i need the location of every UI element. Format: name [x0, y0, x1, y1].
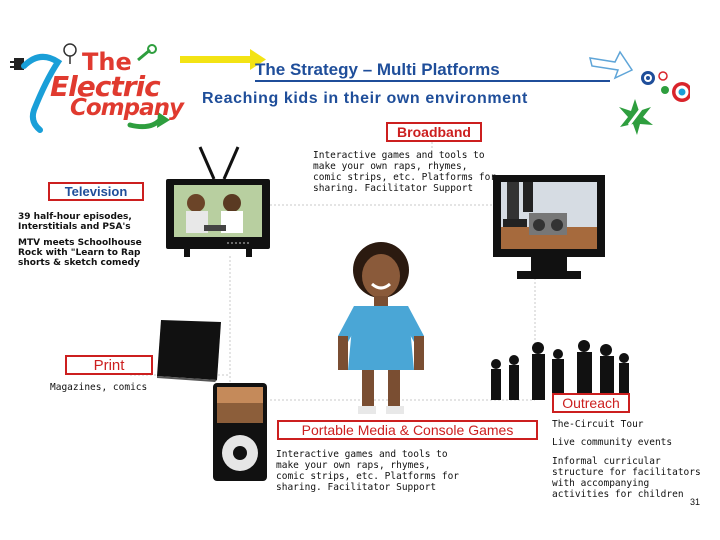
slide-subtitle: Reaching kids in their own environment — [202, 90, 528, 107]
tv-desc-line: 39 half-hour episodes, — [18, 212, 132, 222]
tv-desc-line: Interstitials and PSA's — [18, 222, 131, 232]
logo-text-the: The — [82, 48, 132, 76]
outreach-desc-line: with accompanying — [552, 478, 650, 489]
silhouettes-graphic — [491, 340, 629, 400]
portable-desc-line: comic strips, etc. Platforms for — [276, 471, 460, 482]
logo-text-electric: Electric — [50, 70, 161, 103]
tv-desc-line: MTV meets Schoolhouse — [18, 238, 142, 248]
broadband-desc-line: make your own raps, rhymes, — [313, 161, 468, 172]
decorative-arrows — [180, 49, 690, 102]
television-label: Television — [48, 182, 144, 201]
book-graphic — [157, 320, 221, 382]
outreach-desc-line: activities for children — [552, 489, 684, 500]
outreach-item-live-events: Live community events — [552, 437, 673, 448]
monitor-graphic — [493, 175, 605, 279]
page-number: 31 — [690, 497, 701, 507]
portable-media-label: Portable Media & Console Games — [277, 420, 538, 440]
ipod-image — [213, 383, 267, 481]
tv-desc-line: shorts & sketch comedy — [18, 258, 140, 268]
television-description-1: 39 half-hour episodes, Interstitials and… — [18, 212, 132, 232]
television-description-2: MTV meets Schoolhouse Rock with "Learn t… — [18, 238, 142, 268]
green-star-icon — [619, 99, 653, 135]
child-graphic — [338, 242, 424, 414]
portable-desc-line: sharing. Facilitator Support — [276, 482, 437, 493]
tv-desc-line: Rock with "Learn to Rap — [18, 248, 141, 258]
broadband-description: Interactive games and tools to make your… — [313, 150, 496, 194]
outreach-desc-line: structure for facilitators — [552, 467, 701, 478]
tv-image — [166, 145, 270, 257]
computer-monitor-image — [493, 175, 605, 283]
electric-company-logo: The Electric Company — [10, 40, 185, 140]
outreach-description: Informal curricular structure for facili… — [552, 456, 701, 500]
book-image — [157, 318, 223, 382]
people-silhouettes-image — [482, 340, 632, 400]
broadband-desc-line: comic strips, etc. Platforms for — [313, 172, 497, 183]
broadband-desc-line: sharing. Facilitator Support — [313, 183, 474, 194]
broadband-desc-line: Interactive games and tools to — [313, 150, 485, 161]
portable-desc-line: make your own raps, rhymes, — [276, 460, 431, 471]
child-photo — [328, 240, 434, 416]
ipod-graphic — [213, 383, 267, 481]
logo-text-company: Company — [70, 95, 184, 121]
title-underline — [255, 80, 610, 82]
outreach-label: Outreach — [552, 393, 630, 413]
portable-desc-line: Interactive games and tools to — [276, 449, 448, 460]
broadband-label: Broadband — [386, 122, 482, 142]
portable-description: Interactive games and tools to make your… — [276, 449, 459, 493]
print-label: Print — [65, 355, 153, 375]
logo-graphics — [10, 43, 170, 133]
television-graphic — [166, 146, 270, 257]
outreach-desc-line: Informal curricular — [552, 456, 661, 467]
slide-title: The Strategy – Multi Platforms — [255, 60, 500, 79]
outreach-item-circuit-tour: The-Circuit Tour — [552, 419, 644, 430]
print-description: Magazines, comics — [50, 382, 148, 393]
